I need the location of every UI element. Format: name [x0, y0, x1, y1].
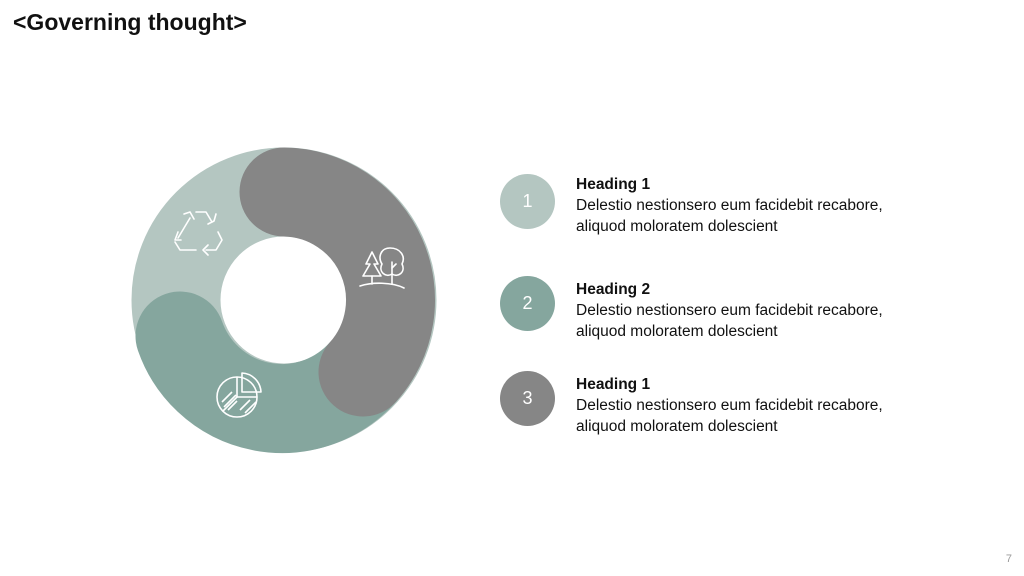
step-number-badge: 2: [500, 276, 555, 331]
list-item-1: 1 Heading 1 Delestio nestionsero eum fac…: [500, 174, 970, 244]
trees-icon: [359, 247, 405, 289]
pie-chart-icon: [216, 372, 262, 418]
page-title: <Governing thought>: [13, 9, 247, 35]
list-item-2: 2 Heading 2 Delestio nestionsero eum fac…: [500, 276, 970, 349]
step-number-badge: 3: [500, 371, 555, 426]
step-number-badge: 1: [500, 174, 555, 229]
page-number: 7: [1005, 553, 1012, 565]
item-heading: Heading 1: [576, 376, 651, 393]
segment-dark: [239, 147, 435, 417]
list-item-3: 3 Heading 1 Delestio nestionsero eum fac…: [500, 371, 970, 444]
item-heading: Heading 1: [576, 176, 651, 193]
item-body: Delestio nestionsero eum facidebit recab…: [576, 397, 883, 435]
recycle-icon: [174, 211, 223, 256]
item-body: Delestio nestionsero eum facidebit recab…: [576, 302, 883, 340]
item-body: Delestio nestionsero eum facidebit recab…: [576, 197, 883, 235]
item-heading: Heading 2: [576, 281, 651, 298]
